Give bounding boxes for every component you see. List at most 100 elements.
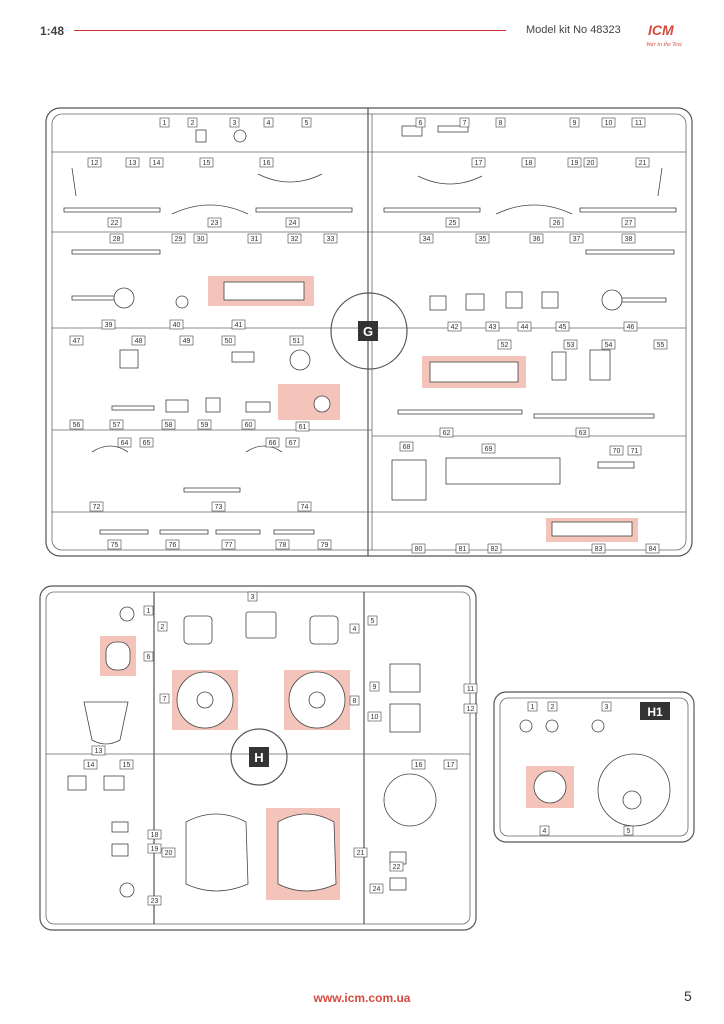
part-number-tag (285, 437, 300, 448)
part-number-tag (289, 335, 304, 346)
part-number: 11 (467, 686, 474, 693)
part-number-tag (159, 693, 170, 704)
part-number-tag (569, 233, 584, 244)
part-number: 43 (489, 324, 497, 331)
sprue-g: G (45, 107, 693, 557)
part-number: 70 (613, 448, 621, 455)
part-number-tag (539, 825, 550, 836)
part-number-tag (265, 437, 280, 448)
part-number-tag (221, 335, 236, 346)
part-number: 37 (573, 236, 581, 243)
part-number-tag (653, 339, 668, 350)
part-number-tag (119, 759, 134, 770)
part-number: 80 (415, 546, 423, 553)
part-number: 6 (419, 120, 423, 127)
part-number-tag (101, 319, 116, 330)
part-number-tag (463, 703, 478, 714)
part-number-tag (109, 233, 124, 244)
part-number: 45 (559, 324, 567, 331)
part-number-tag (527, 701, 538, 712)
part-number: 30 (197, 236, 205, 243)
part-number: 10 (371, 714, 379, 721)
part-number-tag (567, 157, 582, 168)
part-number-tag (187, 117, 198, 128)
part-number-tag (415, 117, 426, 128)
part-number-tag (231, 319, 246, 330)
part-number: 34 (423, 236, 431, 243)
part-number-tag (197, 419, 212, 430)
part-number-tag (521, 157, 536, 168)
part-number: 28 (113, 236, 121, 243)
part-number-tag (179, 335, 194, 346)
part-number: 73 (215, 504, 223, 511)
part-number-tag (623, 825, 634, 836)
part-number-tag (369, 681, 380, 692)
part-number-tag (627, 445, 642, 456)
scale-label: 1:48 (40, 24, 65, 38)
part-number-tag (159, 117, 170, 128)
part-number-tag (471, 157, 486, 168)
part-number: 16 (263, 160, 271, 167)
part-number: 76 (169, 542, 177, 549)
part-number: 47 (73, 338, 81, 345)
svg-text:ICM: ICM (648, 22, 674, 38)
part-number: 55 (657, 342, 665, 349)
part-number-tag (247, 233, 262, 244)
part-number-tag (199, 157, 214, 168)
sprue-g-badge (358, 321, 378, 341)
part-number-tag (125, 157, 140, 168)
sprue-h-label: H (254, 750, 263, 765)
part-number-tag (161, 847, 176, 858)
part-number: 77 (225, 542, 233, 549)
part-number: 68 (403, 444, 411, 451)
sprue-h1-label: H1 (647, 705, 663, 719)
sprue-g-label: G (363, 324, 373, 339)
part-number: 3 (251, 594, 255, 601)
part-number: 46 (627, 324, 635, 331)
part-number: 42 (451, 324, 459, 331)
part-number: 29 (175, 236, 183, 243)
part-number: 14 (153, 160, 161, 167)
part-number-tag (139, 437, 154, 448)
part-number-tag (87, 157, 102, 168)
part-number: 72 (93, 504, 101, 511)
page-number: 5 (684, 988, 692, 1004)
part-number-tag (497, 339, 512, 350)
part-number-tag (169, 319, 184, 330)
part-number-tag (241, 419, 256, 430)
part-number: 9 (373, 684, 377, 691)
part-number-tag (349, 623, 360, 634)
part-number-tag (591, 543, 606, 554)
part-number-tag (285, 217, 300, 228)
part-number: 48 (135, 338, 143, 345)
part-number: 21 (357, 850, 365, 857)
part-number-tag (323, 233, 338, 244)
part-number: 54 (605, 342, 613, 349)
part-number-tag (69, 335, 84, 346)
part-number: 61 (299, 424, 307, 431)
part-number-tag (301, 117, 312, 128)
part-number: 52 (501, 342, 509, 349)
part-number: 13 (95, 748, 103, 755)
part-number-tag (297, 501, 312, 512)
part-number-tag (575, 427, 590, 438)
part-number: 71 (631, 448, 639, 455)
part-number-tag (645, 543, 660, 554)
part-number: 67 (289, 440, 297, 447)
part-number: 33 (327, 236, 335, 243)
part-number: 25 (449, 220, 457, 227)
part-number: 49 (183, 338, 191, 345)
part-number: 8 (353, 698, 357, 705)
part-number-tag (83, 759, 98, 770)
part-number-tag (143, 651, 154, 662)
part-number-tag (555, 321, 570, 332)
part-number-tag (621, 233, 636, 244)
part-number: 59 (201, 422, 209, 429)
part-number: 36 (533, 236, 541, 243)
part-number-tag (171, 233, 186, 244)
part-number-tag (69, 419, 84, 430)
part-number-tag (247, 591, 258, 602)
part-number: 13 (129, 160, 137, 167)
